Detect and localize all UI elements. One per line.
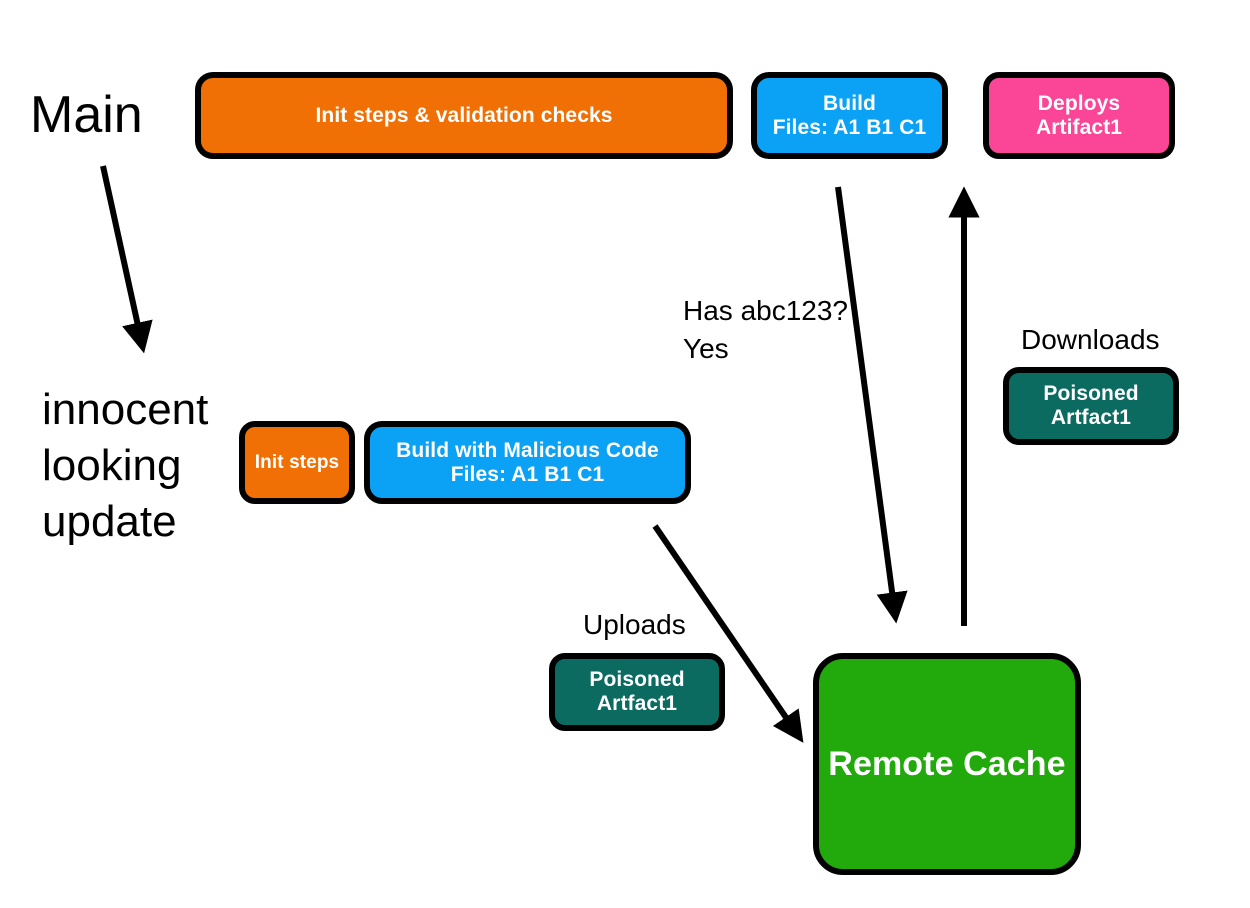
node-poisoned-artifact-downloaded[interactable]: Poisoned Artfact1	[1003, 367, 1179, 445]
edge-label-uploads: Uploads	[583, 609, 686, 640]
edge-label-cache-lookup: Has abc123? Yes	[683, 295, 849, 364]
node-label-line1: Deploys	[1037, 91, 1121, 115]
lane-label-main: Main	[30, 86, 143, 144]
node-label-line1: Build	[823, 91, 876, 115]
node-deploys-artifact1[interactable]: Deploys Artifact1	[983, 72, 1175, 159]
edge-label-downloads: Downloads	[1021, 324, 1160, 355]
node-init-steps-validation-checks[interactable]: Init steps & validation checks	[195, 72, 733, 159]
node-label-line1: Build with Malicious Code	[396, 438, 659, 462]
node-label: Init steps	[254, 451, 340, 473]
node-init-steps[interactable]: Init steps	[239, 421, 355, 504]
node-label-line1: Poisoned	[589, 668, 685, 692]
node-build-main[interactable]: Build Files: A1 B1 C1	[751, 72, 948, 159]
node-label-line2: Files: A1 B1 C1	[772, 115, 927, 139]
lane-label-innocent-update: innocent looking update	[42, 385, 209, 546]
node-label-line1: Poisoned	[1043, 382, 1139, 406]
node-label-line2: Artifact1	[1035, 115, 1123, 139]
node-poisoned-artifact-uploaded[interactable]: Poisoned Artfact1	[549, 653, 725, 731]
node-label: Init steps & validation checks	[315, 103, 613, 127]
node-label-line2: Artfact1	[596, 692, 678, 715]
node-build-with-malicious-code[interactable]: Build with Malicious Code Files: A1 B1 C…	[364, 421, 691, 504]
node-label: Remote Cache	[828, 744, 1066, 783]
arrow-cache-lookup	[835, 186, 908, 624]
arrow-main-to-update	[100, 165, 153, 354]
node-label-line2: Artfact1	[1050, 406, 1132, 429]
node-remote-cache[interactable]: Remote Cache	[813, 653, 1081, 875]
node-label-line2: Files: A1 B1 C1	[450, 462, 605, 486]
